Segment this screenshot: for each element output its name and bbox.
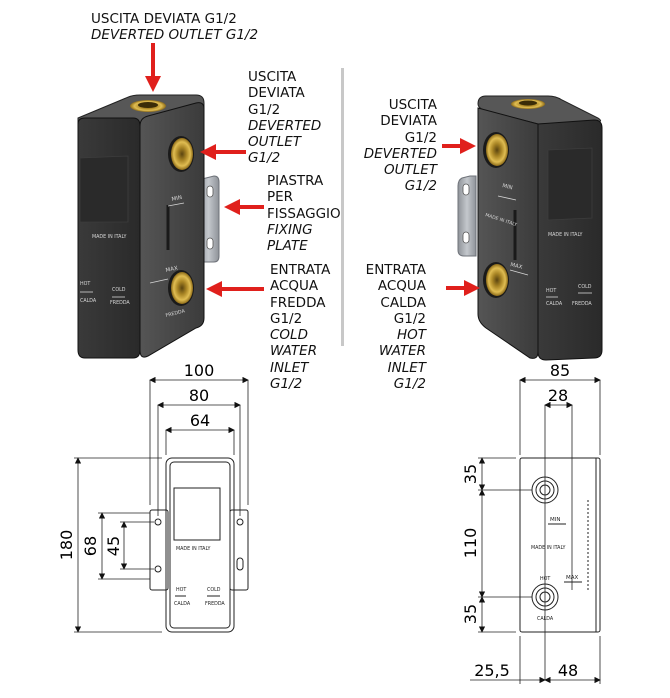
calda-engraving-right: CALDA	[546, 301, 563, 307]
calda-label-front: CALDA	[174, 601, 191, 607]
left-3d-valve-body: MIN MAX MADE IN ITALY HOT CALDA COLD FRE…	[77, 94, 220, 359]
hot-inlet-port	[486, 264, 508, 296]
front-dimensions	[74, 376, 249, 633]
right-3d-valve-body: MIN MAX MADE IN ITALY MADE IN ITALY HOT …	[457, 95, 603, 361]
fredda-label-front: FREDDA	[205, 601, 225, 607]
made-in-italy-side: MADE IN ITALY	[531, 545, 565, 551]
dim-25-5: 25,5	[474, 661, 510, 680]
right-outlet-arrow	[442, 144, 462, 148]
min-label-side: MIN	[550, 517, 560, 523]
made-in-italy-engraving: MADE IN ITALY	[92, 234, 126, 240]
cold-engraving-right: COLD	[578, 284, 592, 290]
cold-inlet-arrow	[220, 287, 264, 291]
cold-inlet-label: ENTRATA ACQUA FREDDA G1/2 COLD WATER INL…	[270, 262, 331, 393]
min-engraving: MIN	[171, 195, 183, 203]
separator-line	[341, 68, 344, 346]
made-in-italy-front-right: MADE IN ITALY	[548, 232, 582, 238]
left-outlet-port	[171, 138, 193, 170]
dim-80: 80	[189, 386, 209, 405]
fixing-plate-label: PIASTRA PER FISSAGGIO FIXING PLATE	[267, 173, 341, 255]
dim-180: 180	[57, 530, 76, 561]
min-engraving-right: MIN	[502, 183, 514, 191]
made-in-italy-front: MADE IN ITALY	[176, 546, 210, 552]
calda-label-side: CALDA	[537, 616, 554, 622]
fixing-plate-right	[457, 175, 477, 257]
dim-48: 48	[558, 661, 578, 680]
dim-28: 28	[548, 386, 568, 405]
dim-35-top: 35	[461, 464, 480, 484]
dim-100: 100	[184, 361, 215, 380]
cold-inlet-port	[171, 272, 193, 304]
hot-inlet-arrow	[446, 286, 466, 290]
plate-arrow	[238, 205, 264, 209]
max-engraving: MAX	[165, 265, 178, 273]
calda-engraving: CALDA	[80, 298, 97, 304]
cold-engraving: COLD	[112, 287, 126, 293]
hot-label-front: HOT	[176, 587, 186, 593]
dim-64: 64	[190, 411, 210, 430]
max-engraving-right: MAX	[510, 262, 524, 271]
dim-110: 110	[461, 528, 480, 559]
side-ortho-view: MIN MAX MADE IN ITALY HOT CALDA	[519, 457, 601, 633]
right-outlet-label: USCITA DEVIATA G1/2 DEVERTED OUTLET G1/2	[363, 97, 437, 195]
front-ortho-view: MADE IN ITALY HOT CALDA COLD FREDDA	[149, 457, 249, 633]
dim-35-bottom: 35	[461, 604, 480, 624]
right-outlet-port	[486, 134, 508, 166]
hot-engraving: HOT	[80, 281, 90, 287]
top-outlet-arrow	[151, 43, 155, 79]
fredda-engraving: FREDDA	[110, 300, 130, 306]
fredda-engraving-right: FREDDA	[572, 301, 592, 307]
left-outlet-arrow	[214, 150, 246, 154]
dim-45: 45	[104, 536, 123, 556]
dim-85: 85	[550, 361, 570, 380]
fredda-side-engraving: FREDDA	[165, 308, 186, 319]
hot-inlet-label: ENTRATA ACQUA CALDA G1/2 HOT WATER INLET…	[365, 262, 426, 393]
dim-68: 68	[81, 536, 100, 556]
hot-engraving-right: HOT	[546, 288, 556, 294]
callout-arrows	[145, 43, 480, 297]
left-outlet-label: USCITA DEVIATA G1/2 DEVERTED OUTLET G1/2	[248, 69, 322, 167]
top-outlet-label: USCITA DEVIATA G1/2 DEVERTED OUTLET G1/2	[91, 11, 259, 44]
side-dimensions	[470, 376, 601, 684]
cold-label-front: COLD	[207, 587, 221, 593]
